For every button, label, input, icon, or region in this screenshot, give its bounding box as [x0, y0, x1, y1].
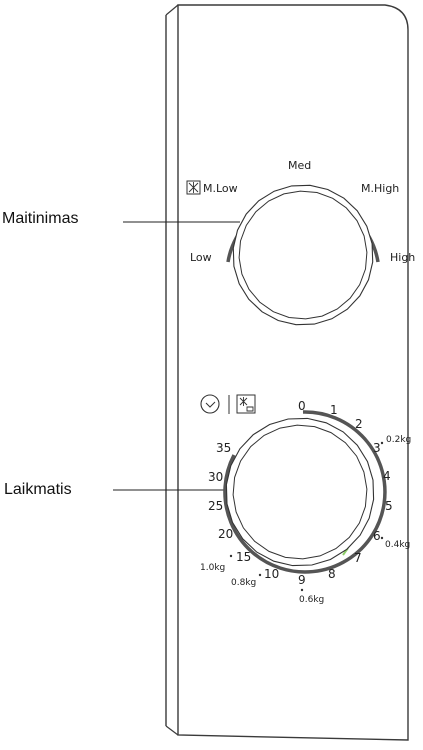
- timer-minute-25: 25: [208, 499, 223, 513]
- power-level-mhigh: M.High: [361, 182, 399, 195]
- power-knob[interactable]: [232, 184, 374, 326]
- power-level-mlow: M.Low: [203, 182, 238, 195]
- timer-scale-arc: [223, 410, 387, 574]
- timer-knob[interactable]: [225, 417, 375, 567]
- timer-minute-4: 4: [383, 469, 391, 483]
- weight-dot-0.2kg: [380, 441, 384, 445]
- clock-icon: [200, 394, 220, 414]
- weight-label-0.8kg: 0.8kg: [231, 578, 256, 588]
- timer-minute-15: 15: [236, 550, 251, 564]
- timer-minute-0: 0: [298, 399, 306, 413]
- timer-minute-8: 8: [328, 567, 336, 581]
- weight-dot-0.6kg: [300, 588, 304, 592]
- defrost-icon: [186, 180, 201, 195]
- power-level-low: Low: [190, 251, 212, 264]
- timer-minute-1: 1: [330, 403, 338, 417]
- weight-label-0.6kg: 0.6kg: [299, 595, 324, 605]
- weight-label-0.2kg: 0.2kg: [386, 435, 411, 445]
- timer-minute-7: 7: [354, 551, 362, 565]
- timer-minute-9: 9: [298, 573, 306, 587]
- power-label: Maitinimas: [2, 210, 79, 227]
- panel-outline: [165, 4, 409, 741]
- timer-minute-5: 5: [385, 499, 393, 513]
- power-level-high: High: [390, 251, 415, 264]
- weight-dot-0.8kg: [258, 573, 262, 577]
- power-knob-group: M.Low Med M.High Low High: [186, 159, 415, 326]
- timer-label: Laikmatis: [4, 481, 72, 498]
- defrost-weight-icon: [236, 394, 256, 414]
- weight-label-1.0kg: 1.0kg: [200, 563, 225, 573]
- weight-dot-0.4kg: [380, 536, 384, 540]
- weight-label-0.4kg: 0.4kg: [385, 540, 410, 550]
- timer-minute-35: 35: [216, 441, 231, 455]
- timer-minute-10: 10: [264, 567, 279, 581]
- timer-knob-group: 0 1 2 3 4 5 6 7 8 9 10 15 20 25 30 35 0.…: [200, 394, 411, 605]
- timer-minute-6: 6: [373, 529, 381, 543]
- weight-dot-1.0kg: [229, 554, 233, 558]
- timer-minute-30: 30: [208, 470, 223, 484]
- timer-minute-20: 20: [218, 527, 233, 541]
- timer-minute-3: 3: [373, 441, 381, 455]
- timer-minute-2: 2: [355, 417, 363, 431]
- power-level-med: Med: [288, 159, 311, 172]
